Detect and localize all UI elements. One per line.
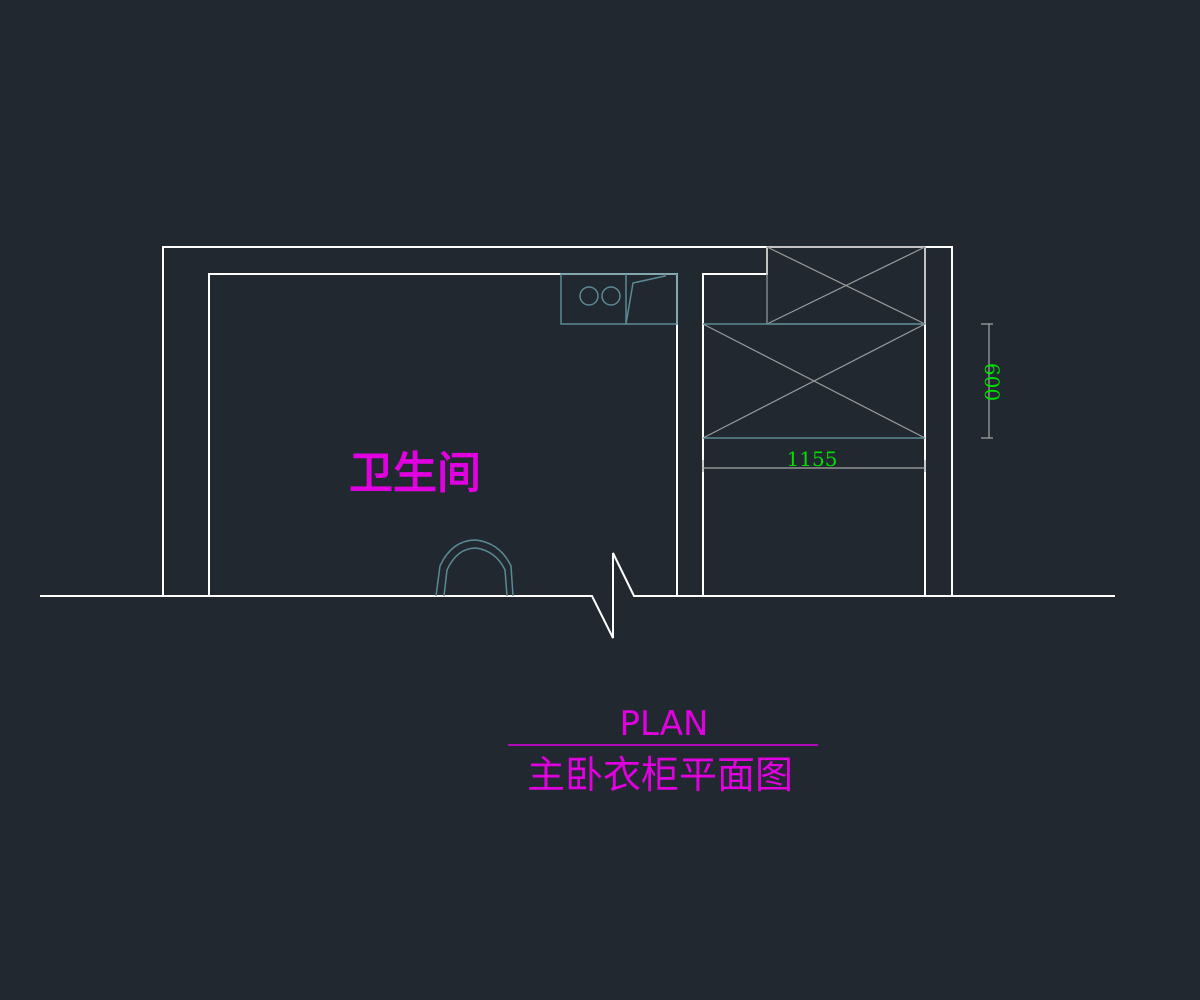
- vanity-splash: [625, 274, 666, 325]
- room-label-bathroom: 卫生间: [349, 448, 481, 499]
- right-wall: [924, 246, 953, 596]
- plan-title-english: PLAN: [620, 704, 709, 744]
- width-dimension-label: 1155: [787, 447, 838, 471]
- sink-basin-left: [579, 286, 599, 306]
- depth-dimension-label: 600: [980, 363, 1004, 401]
- plan-title-chinese: 主卧衣柜平面图: [527, 753, 793, 797]
- sink-basin-right: [601, 286, 621, 306]
- floor-line-with-break: [40, 552, 1115, 639]
- wardrobe-cross-b: [702, 323, 926, 439]
- bathroom-inner-wall: [208, 273, 678, 596]
- upper-cabinet-cross-b: [766, 246, 926, 325]
- vanity-counter: [560, 273, 678, 325]
- toilet-inner: [443, 547, 508, 597]
- toilet-outer: [435, 539, 514, 597]
